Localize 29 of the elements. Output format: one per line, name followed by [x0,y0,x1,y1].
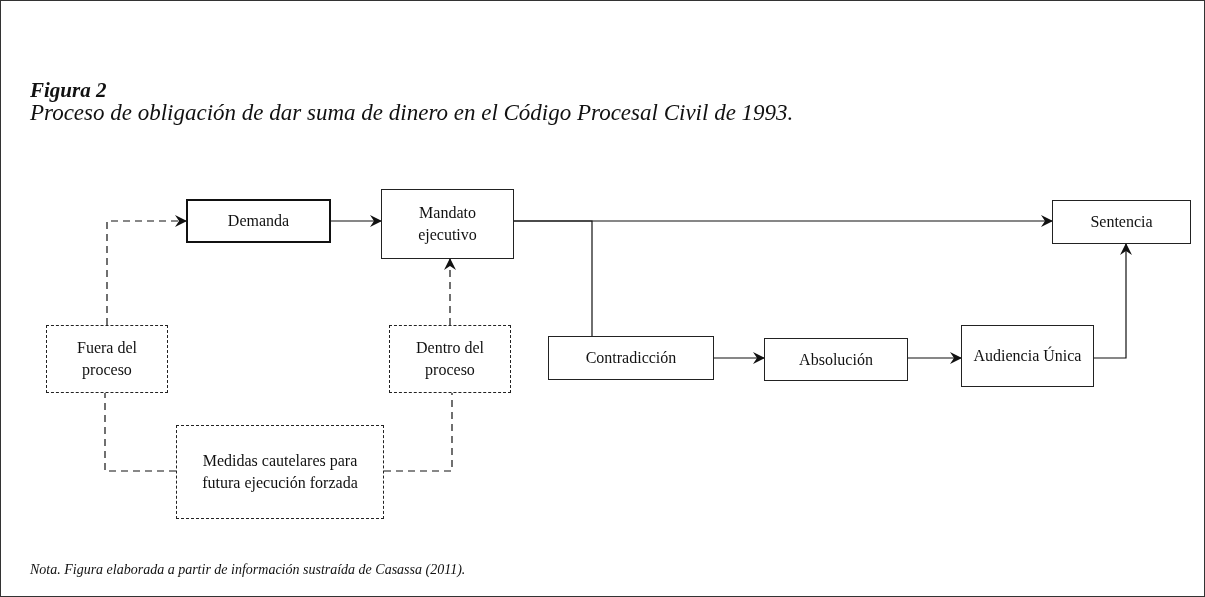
arrow [106,215,187,326]
process-box [961,325,1094,387]
connector-line [513,220,593,337]
figure-title: Figura 2 [30,78,107,103]
box-label: Dentro del proceso [415,338,485,381]
figure-note: Nota. Figura elaborada a partir de información sustraída de Casassa (2011). [30,562,466,578]
box-label: Fuera del proceso [76,338,138,381]
box-label: Sentencia [1089,212,1154,233]
process-box [176,425,384,519]
arrow [444,258,456,326]
process-box [186,199,331,243]
process-box [46,325,168,393]
box-label: Demanda [226,211,291,232]
box-label: Medidas cautelares para futura ejecución forzada [201,451,359,494]
process-box [381,189,514,259]
connector-line [104,392,177,472]
process-box [764,338,908,381]
arrow [1093,243,1132,359]
process-box [389,325,511,393]
box-label: Audiencia Única [972,345,1083,367]
box-label: Absolución [798,349,874,370]
arrow [330,215,382,227]
arrow [907,352,962,364]
box-label: Contradicción [584,348,678,369]
arrow [713,352,765,364]
process-box [1052,200,1191,244]
box-label: Mandato ejecutivo [417,203,478,246]
connector-line [383,392,453,472]
process-box [548,336,714,380]
